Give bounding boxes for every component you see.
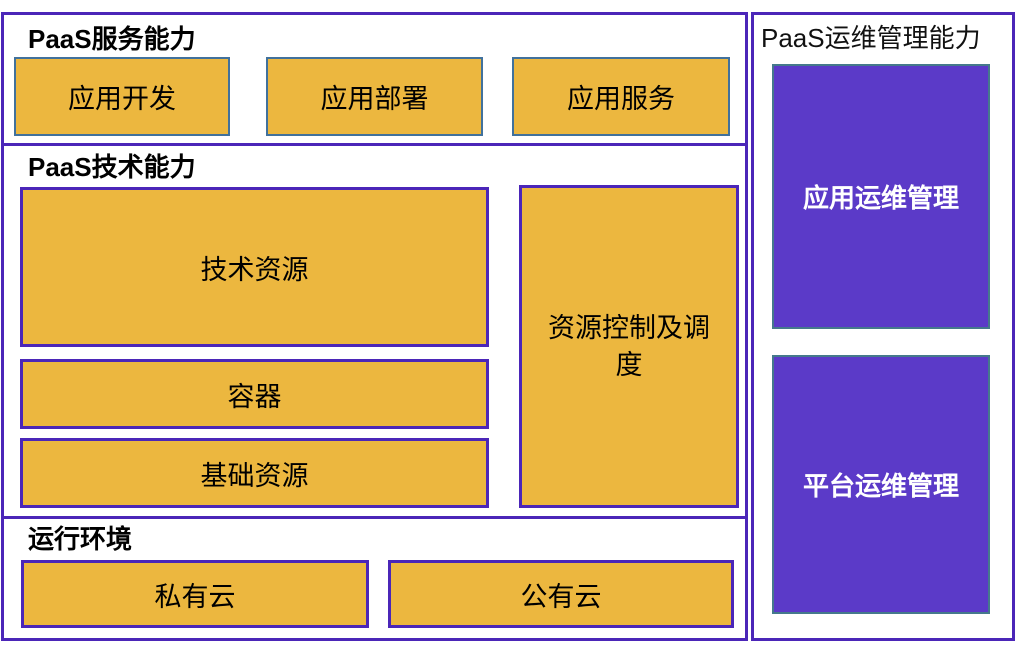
section-divider <box>4 143 745 146</box>
paas-capability-panel: PaaS服务能力 应用开发 应用部署 应用服务 PaaS技术能力 技术资源 容器… <box>1 12 748 641</box>
box-label: 基础资源 <box>200 460 309 491</box>
box-resource-control-scheduling: 资源控制及调度 <box>519 185 739 508</box>
tech-section-title: PaaS技术能力 <box>28 152 196 182</box>
box-app-deployment: 应用部署 <box>266 57 483 136</box>
box-app-service: 应用服务 <box>512 57 730 136</box>
box-label: 应用运维管理 <box>802 183 959 213</box>
box-label: 应用开发 <box>68 84 176 114</box>
section-divider <box>4 516 745 519</box>
box-label: 资源控制及调度 <box>548 313 710 380</box>
service-section-title: PaaS服务能力 <box>28 24 196 54</box>
box-label: 容器 <box>227 381 282 412</box>
box-public-cloud: 公有云 <box>388 560 734 628</box>
box-platform-ops-management: 平台运维管理 <box>772 355 990 614</box>
box-container: 容器 <box>20 359 489 429</box>
paas-ops-management-panel: PaaS运维管理能力 应用运维管理 平台运维管理 <box>751 12 1015 641</box>
box-label: 应用服务 <box>567 84 675 114</box>
box-app-development: 应用开发 <box>14 57 230 136</box>
box-label: 平台运维管理 <box>802 471 959 501</box>
box-basic-resources: 基础资源 <box>20 438 489 508</box>
runtime-section-title: 运行环境 <box>28 524 133 554</box>
box-label: 应用部署 <box>320 84 429 114</box>
box-label: 私有云 <box>154 581 236 612</box>
box-technical-resources: 技术资源 <box>20 187 489 347</box>
ops-panel-title: PaaS运维管理能力 <box>761 23 981 53</box>
box-label: 公有云 <box>520 581 602 612</box>
box-app-ops-management: 应用运维管理 <box>772 64 990 329</box>
box-private-cloud: 私有云 <box>21 560 369 628</box>
box-label: 技术资源 <box>200 254 309 285</box>
